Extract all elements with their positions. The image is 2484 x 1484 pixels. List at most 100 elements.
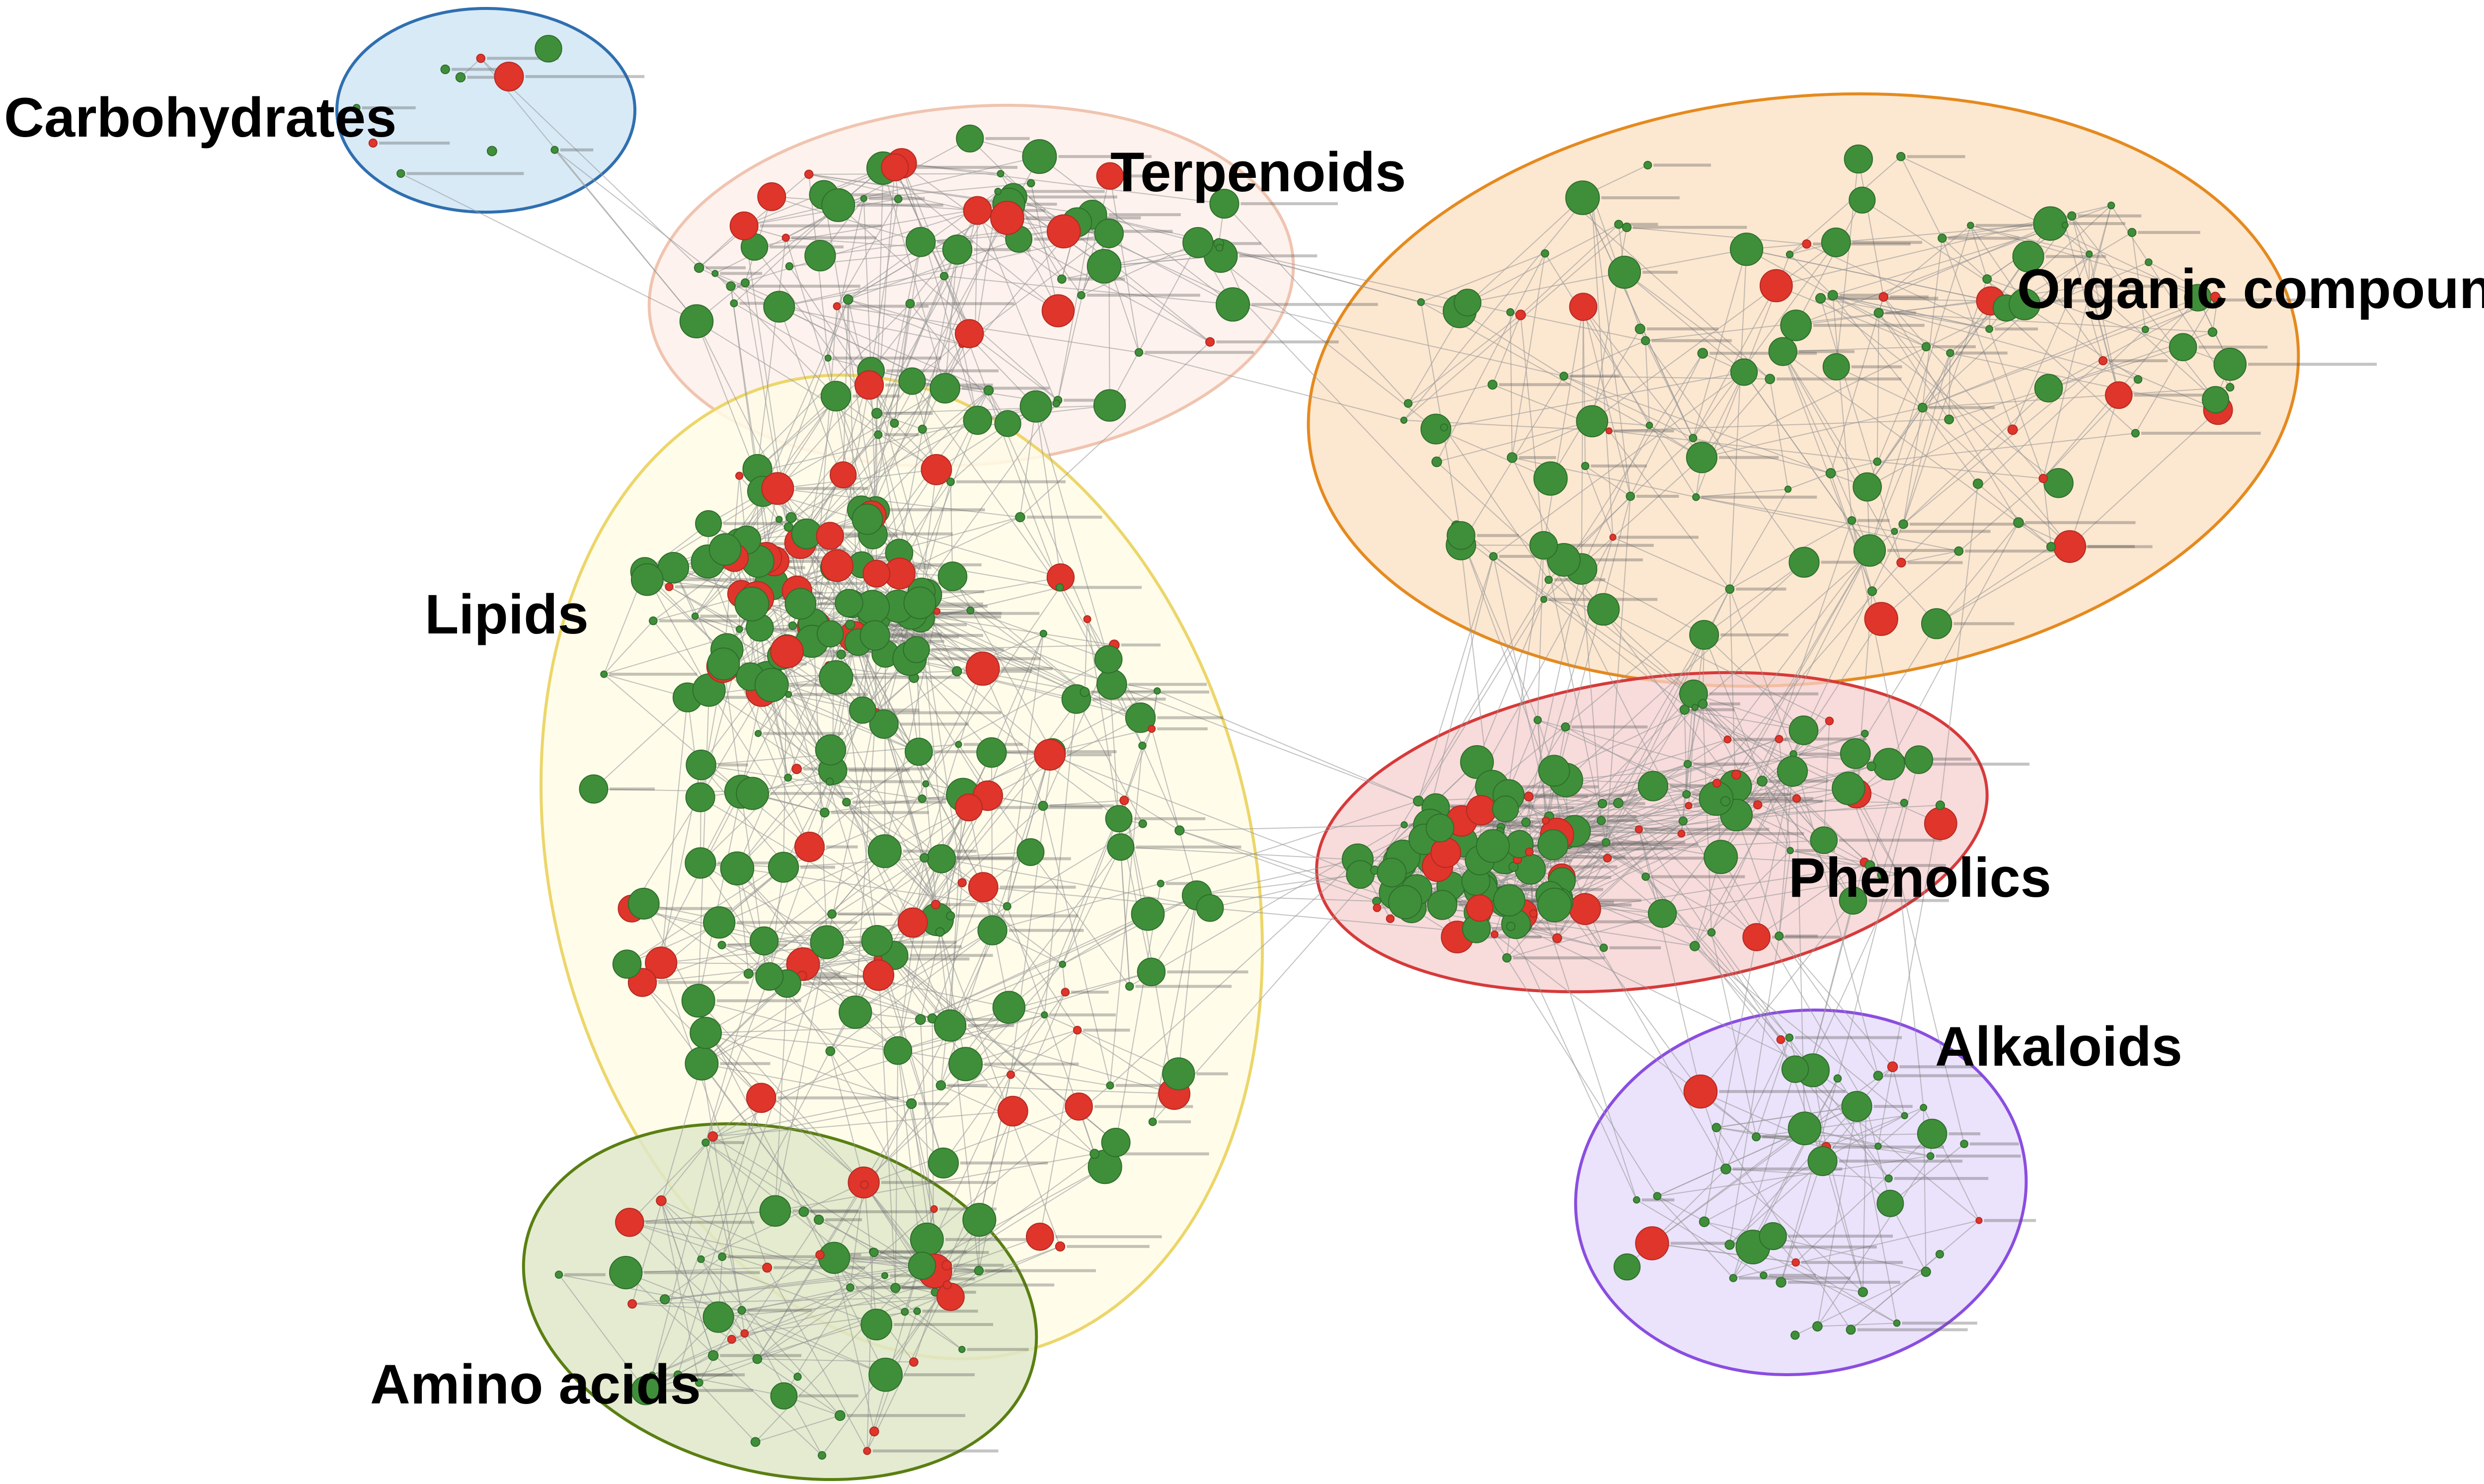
node-green — [1893, 1319, 1901, 1327]
node-annotation — [791, 236, 876, 239]
node-green — [1815, 293, 1826, 304]
node-green — [1938, 234, 1947, 243]
node-green — [845, 620, 855, 630]
network-edge — [1537, 545, 1545, 720]
network-edge — [1826, 1147, 1891, 1204]
network-edge — [1418, 599, 1545, 801]
network-edge — [992, 883, 1161, 931]
node-green — [946, 477, 955, 486]
network-edge — [991, 633, 1044, 753]
node-green — [1921, 1266, 1931, 1277]
node-green — [1788, 715, 1819, 745]
network-edge — [730, 286, 758, 469]
network-edge — [1725, 1168, 1889, 1179]
network-edge — [1139, 352, 1404, 421]
network-edge — [913, 677, 989, 796]
network-edge — [733, 303, 829, 359]
node-green — [948, 1047, 983, 1082]
network-edge — [1820, 298, 1902, 563]
network-edge — [1948, 346, 2183, 420]
node-green — [1506, 922, 1516, 932]
node-green — [1106, 1081, 1114, 1090]
node-annotation — [795, 487, 869, 490]
node-annotation — [1821, 560, 1882, 564]
node-annotation — [1601, 196, 1680, 200]
network-edge — [1922, 297, 2198, 408]
node-annotation — [886, 369, 999, 373]
node-green — [673, 1370, 683, 1380]
node-annotation — [406, 172, 524, 175]
node-green — [1760, 1271, 1768, 1279]
node-annotation — [1670, 1242, 1744, 1245]
network-edge — [836, 199, 899, 307]
network-edge — [1793, 524, 1904, 755]
node-annotation — [892, 615, 1002, 619]
node-green — [920, 853, 930, 863]
node-annotation — [881, 1181, 996, 1184]
node-annotation — [609, 673, 698, 676]
node-green — [784, 774, 792, 782]
node-green — [686, 749, 716, 781]
network-edge — [779, 306, 962, 345]
node-annotation — [2109, 359, 2168, 363]
network-edge — [625, 1267, 768, 1273]
network-edge — [1010, 800, 1125, 1075]
node-green — [918, 424, 927, 434]
node-annotation — [1569, 375, 1620, 378]
network-edge — [952, 1028, 1174, 1094]
node-green — [695, 1378, 703, 1387]
node-green — [691, 612, 699, 620]
network-edge — [785, 138, 970, 238]
network-edge — [1517, 537, 1614, 860]
network-edge — [705, 1032, 898, 1051]
network-edge — [1019, 341, 1211, 518]
network-edge — [1867, 388, 2049, 487]
network-edge — [1111, 684, 1419, 802]
node-red — [1742, 923, 1771, 951]
node-green — [1827, 290, 1838, 301]
network-edge — [767, 671, 957, 678]
node-annotation — [1785, 737, 1867, 741]
node-annotation — [1813, 242, 1911, 246]
network-edge — [1883, 297, 2019, 523]
network-edge — [1898, 874, 1965, 1144]
node-annotation — [1769, 1274, 1816, 1277]
node-green — [976, 737, 1007, 768]
network-edge — [1820, 298, 1991, 302]
network-edge — [705, 1025, 950, 1033]
node-annotation — [760, 224, 882, 228]
network-edge — [705, 1142, 743, 1311]
node-annotation — [1001, 667, 1053, 670]
node-annotation — [852, 800, 946, 804]
network-edge — [834, 1025, 951, 1258]
network-edge — [763, 490, 1061, 578]
node-green — [908, 1251, 936, 1280]
node-green — [1052, 399, 1061, 407]
network-edge — [1832, 225, 2066, 296]
network-edge — [1435, 428, 1551, 479]
node-green — [1833, 1074, 1842, 1083]
node-annotation — [1157, 727, 1208, 730]
node-annotation — [1094, 1105, 1193, 1108]
network-edge — [898, 1050, 1110, 1086]
node-annotation — [1970, 1142, 2019, 1146]
network-edge — [899, 481, 951, 553]
network-edge — [1609, 430, 1730, 590]
network-edge — [1657, 1195, 1734, 1279]
network-edge — [1585, 865, 1870, 910]
node-red — [1490, 930, 1499, 938]
node-annotation — [835, 780, 921, 783]
node-green — [915, 1014, 926, 1025]
network-edge — [661, 1136, 713, 1201]
node-green — [1215, 243, 1224, 252]
node-annotation — [1009, 929, 1084, 932]
network-edge — [2071, 215, 2216, 400]
node-red — [2105, 381, 2133, 409]
node-annotation — [1091, 690, 1209, 694]
network-edge — [1035, 406, 1109, 660]
network-edge — [739, 395, 837, 545]
node-annotation — [916, 605, 988, 608]
node-red — [1775, 735, 1784, 743]
node-green — [440, 64, 450, 75]
node-green — [1022, 139, 1057, 174]
